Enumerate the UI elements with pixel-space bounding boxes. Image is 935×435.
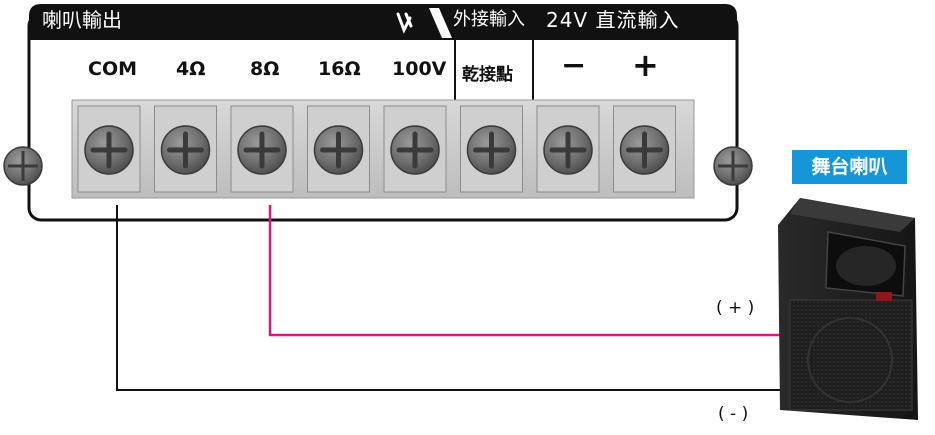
terminal-label-8ohm: 8Ω [250,58,280,80]
terminal-4ohm [154,105,217,193]
terminal-8ohm [230,105,294,193]
stage-speaker-badge: 舞台喇叭 [792,150,907,184]
dc-input-label: 24V 直流輸入 [546,8,680,32]
mount-screw-right-icon [713,146,753,186]
dry-contact-label: 乾接點 [462,65,513,85]
mount-screw-left-icon [3,146,43,186]
speaker-output-label: 喇叭輸出 [42,8,122,32]
plus-polarity-label: ( + ) [716,298,755,318]
terminal-label-minus: − [561,48,587,83]
plus-wire [268,205,780,337]
minus-wire [116,205,780,391]
minus-polarity-label: ( - ) [718,404,749,424]
terminal-100v [383,105,447,193]
terminal-16ohm [307,105,370,193]
terminal-label-16ohm: 16Ω [318,58,361,80]
header-slash [429,8,452,38]
stage-speaker-icon [778,198,918,420]
panel-header-bar [29,4,737,40]
terminal-label-100v: 100V [392,58,447,80]
terminal-minus [536,105,600,193]
terminal-dry-contact [460,105,523,193]
switch-symbol-icon [396,12,413,34]
external-input-label: 外接輸入 [453,9,525,30]
terminal-label-4ohm: 4Ω [176,58,206,80]
terminal-label-plus: + [632,46,659,84]
terminal-plus [613,105,676,193]
terminal-label-com: COM [88,58,138,80]
terminal-com [77,105,141,193]
